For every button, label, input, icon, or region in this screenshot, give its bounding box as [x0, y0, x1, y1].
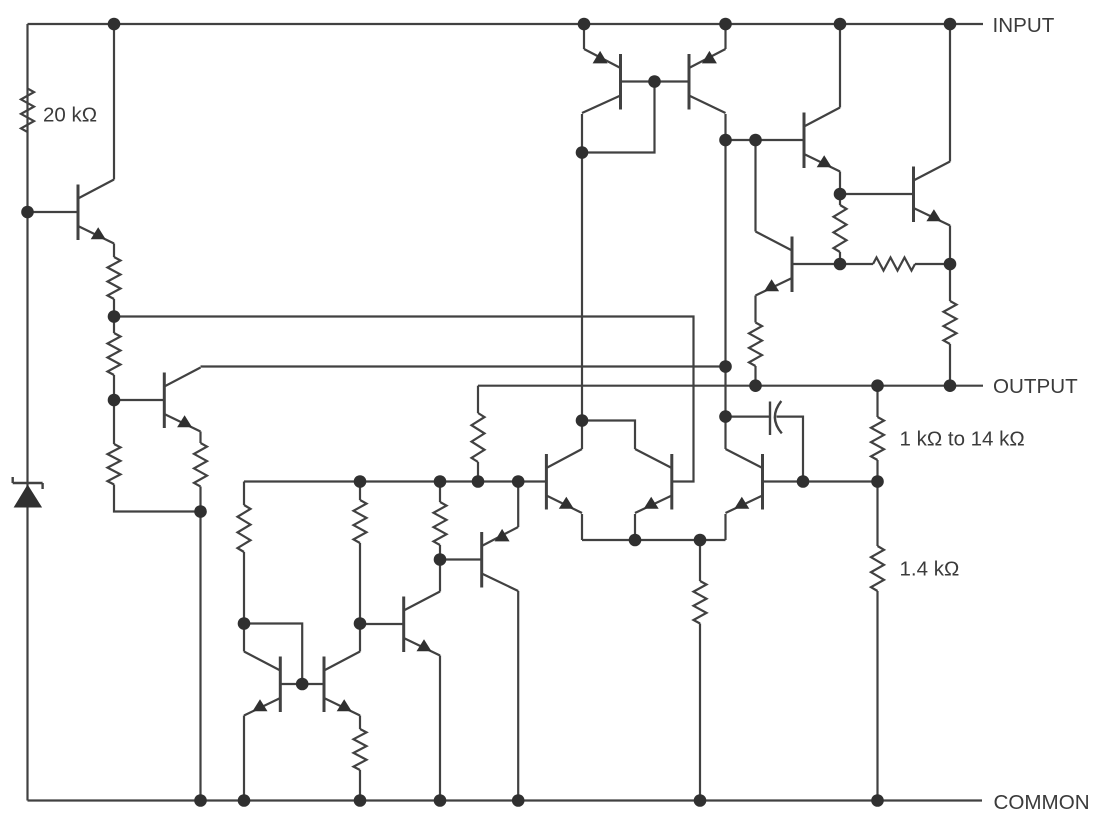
- svg-text:COMMON: COMMON: [994, 791, 1090, 814]
- svg-text:20 kΩ: 20 kΩ: [43, 104, 97, 127]
- svg-text:1 kΩ to 14 kΩ: 1 kΩ to 14 kΩ: [900, 428, 1025, 451]
- svg-text:1.4 kΩ: 1.4 kΩ: [900, 558, 960, 581]
- svg-text:OUTPUT: OUTPUT: [993, 375, 1078, 398]
- svg-text:INPUT: INPUT: [993, 14, 1055, 37]
